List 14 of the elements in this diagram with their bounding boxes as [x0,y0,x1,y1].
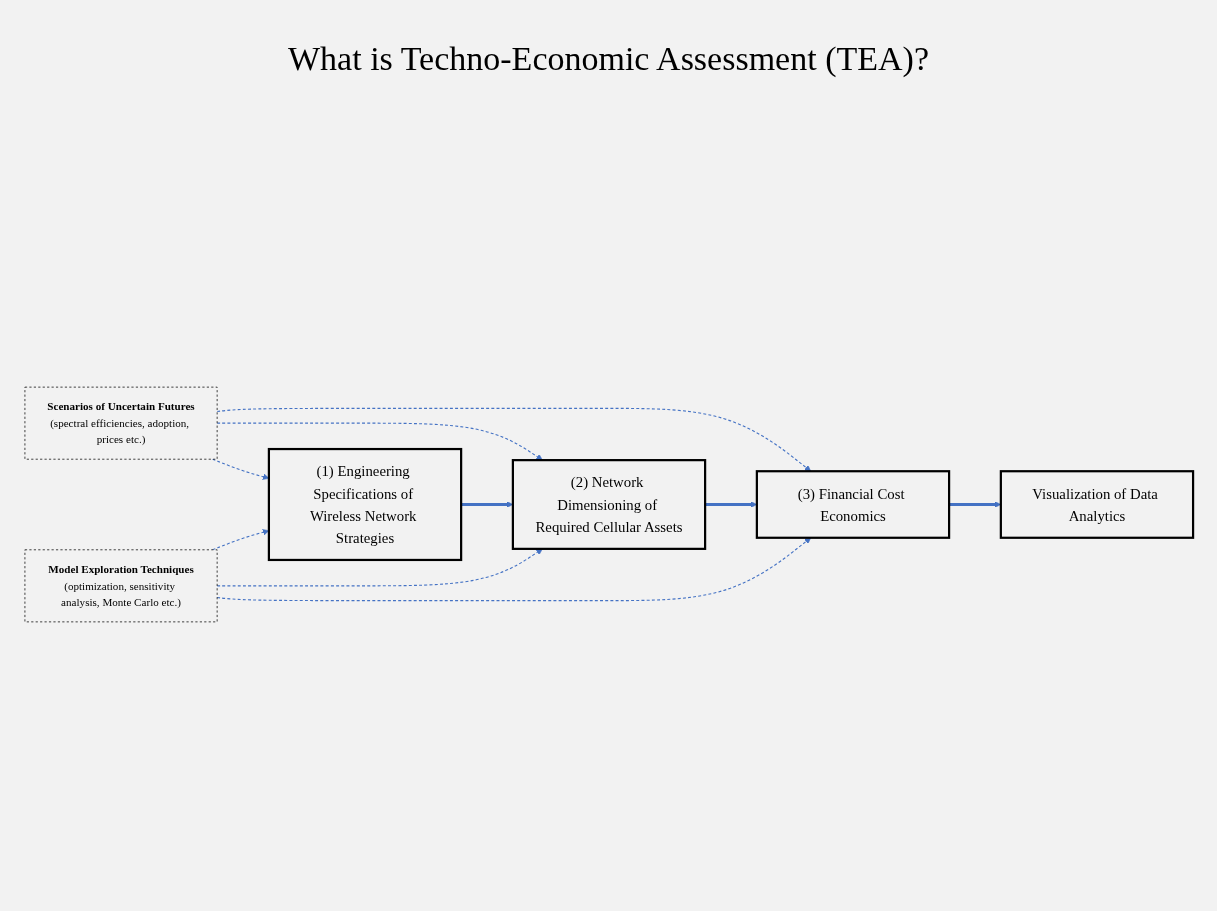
node-box: (3) Financial Cost Economics [755,470,950,539]
node-box: Visualization of Data Analytics [999,470,1194,539]
arrow [460,501,513,508]
node-box: Scenarios of Uncertain Futures (spectral efficiencies, adoption, prices etc.) [24,386,217,460]
arrow [216,537,811,602]
diagram-title: What is Techno-Economic Assessment (TEA)? [288,40,929,78]
arrow [704,501,757,508]
arrow [216,407,811,472]
node-box: Model Exploration Techniques (optimization, sensitivity analysis, Monte Carlo etc.) [24,549,217,623]
arrow [948,501,1001,508]
node-box: (1) Engineering Specifications of Wireless Network Strategies [267,447,462,562]
node-box: (2) Network Dimensioning of Required Cellular Assets [511,459,706,550]
arrow [216,422,543,461]
arrow [216,548,543,587]
